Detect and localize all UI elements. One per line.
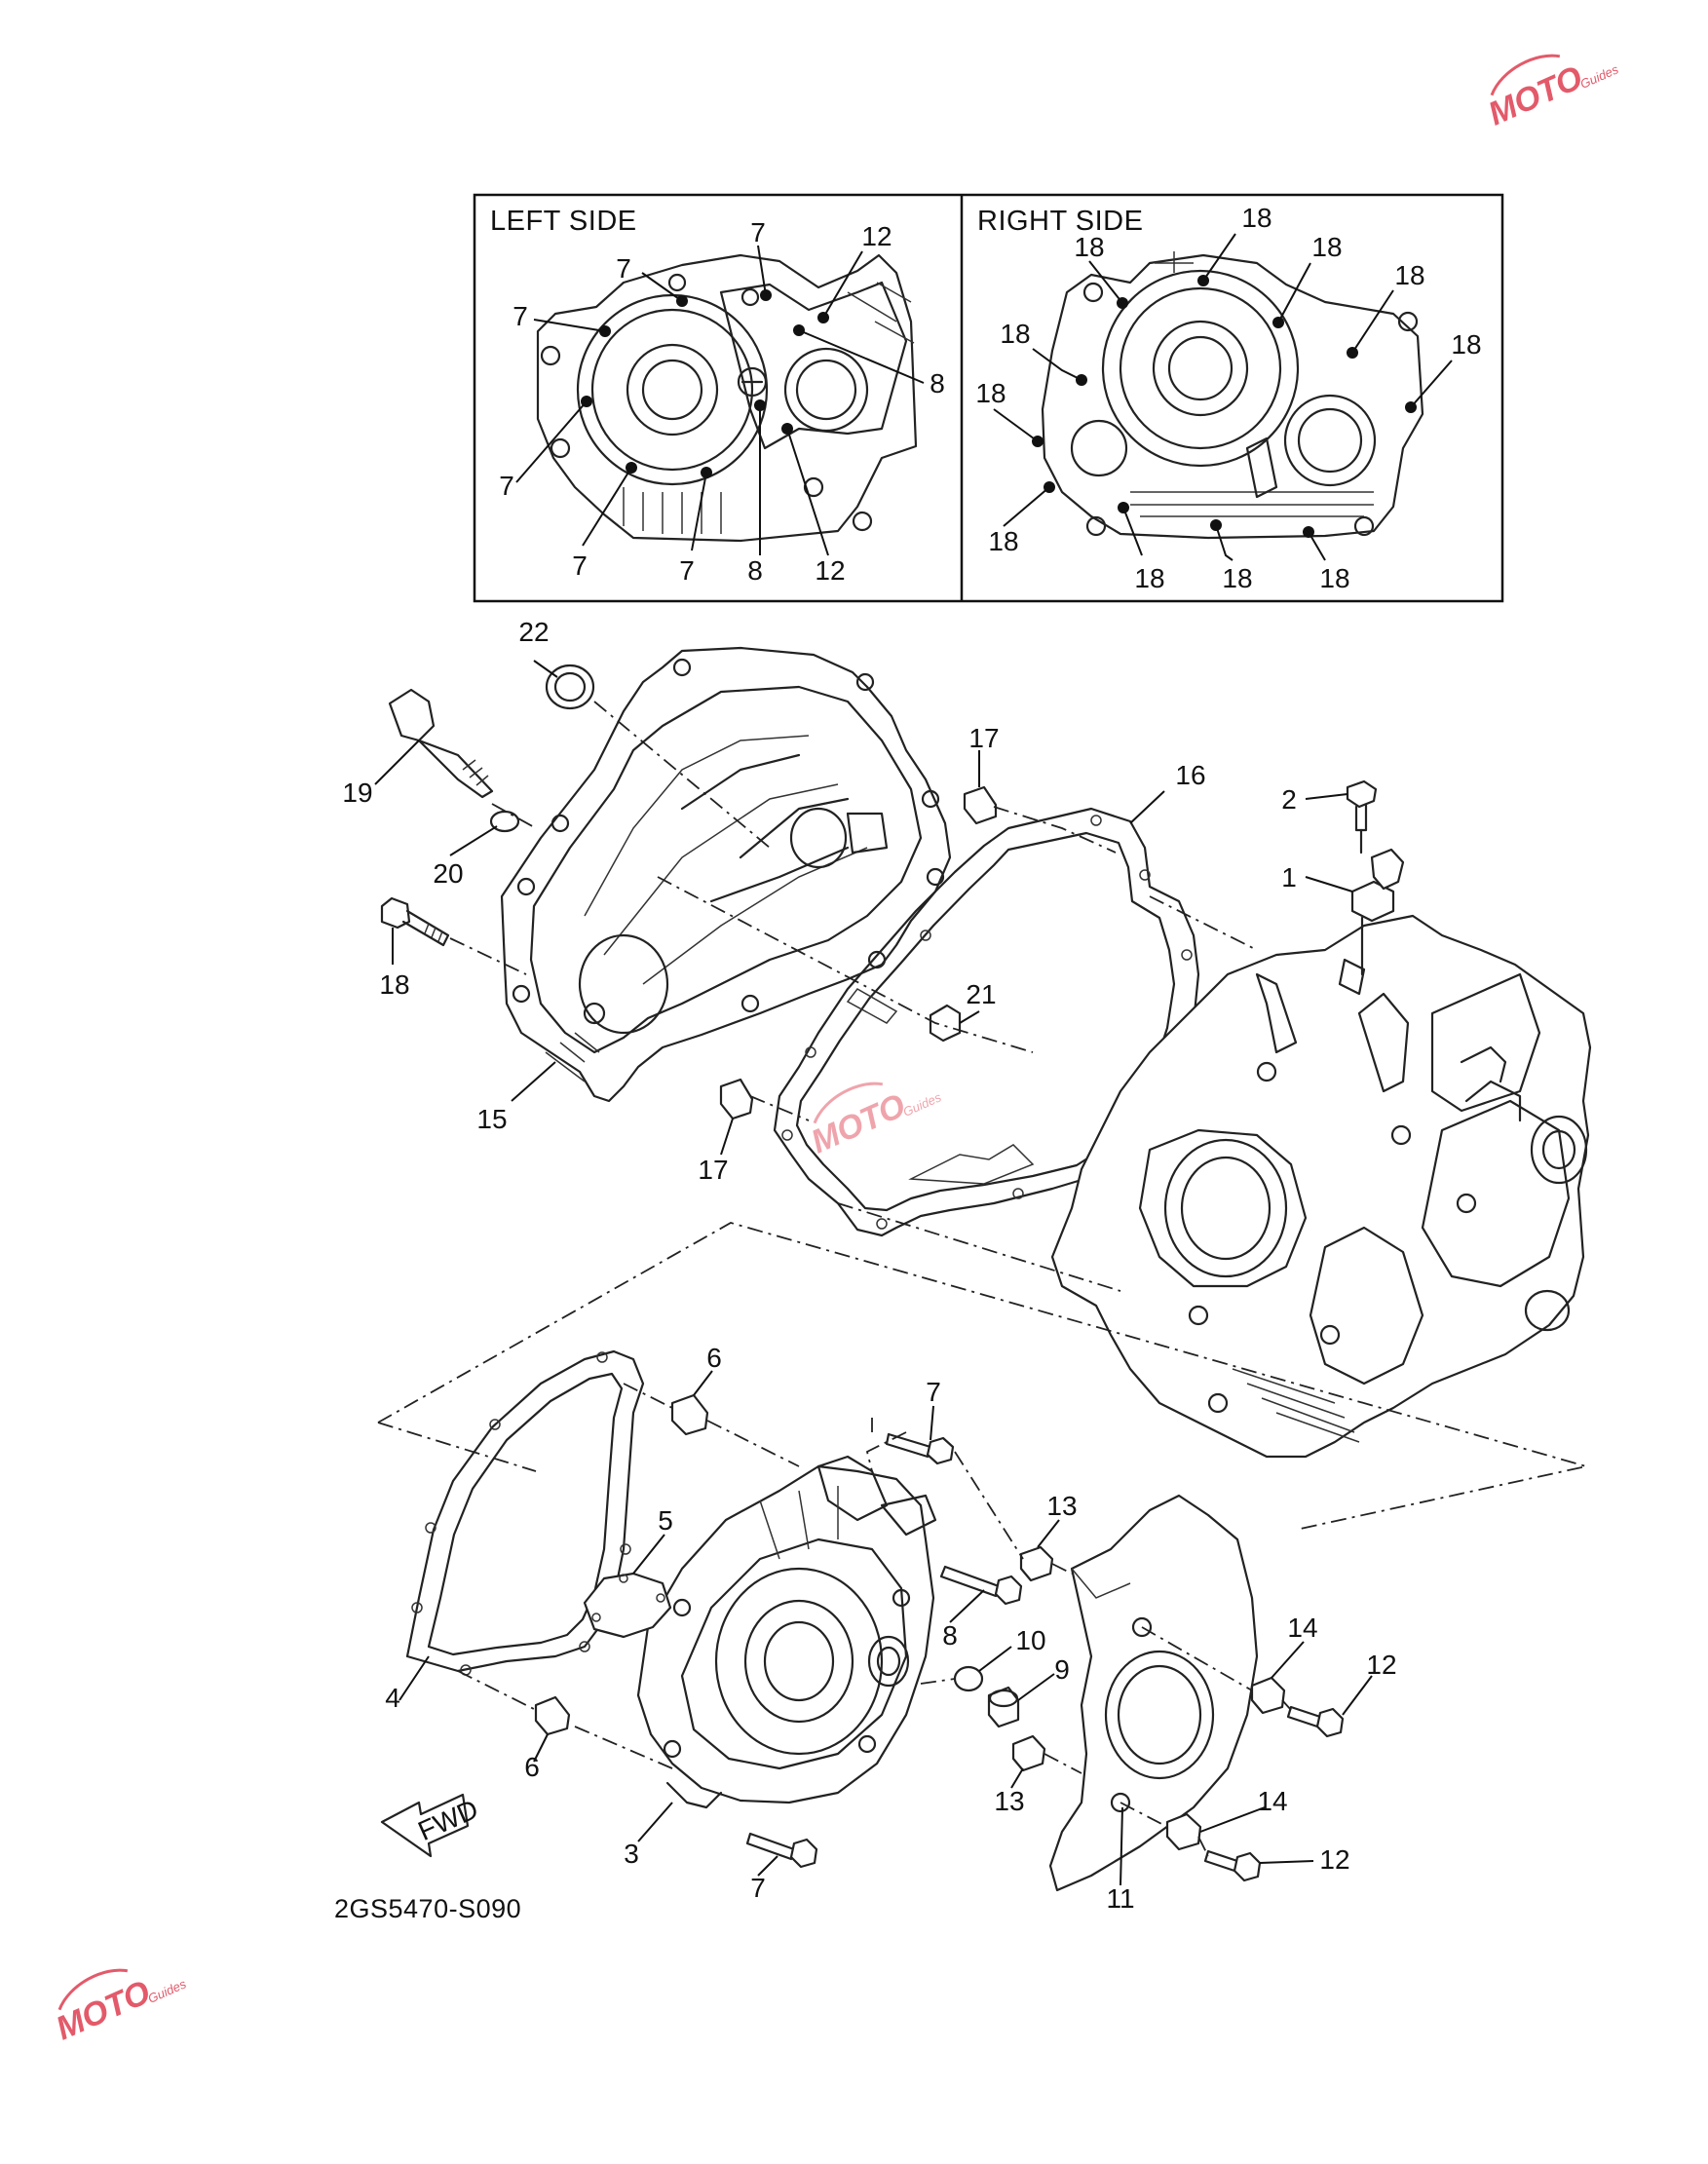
bolt-2 (1346, 779, 1378, 854)
callout-5: 5 (658, 1505, 673, 1536)
oil-filler-plug-19 (388, 688, 494, 799)
callout-8-main: 8 (942, 1620, 958, 1651)
o-ring-10 (953, 1665, 984, 1692)
diagram-code: 2GS5470-S090 (334, 1894, 521, 1923)
grommet-14-upper (1250, 1676, 1286, 1715)
collar-13-lower (1011, 1734, 1046, 1772)
callout-11: 11 (1106, 1883, 1134, 1914)
callout-13-lower: 13 (994, 1786, 1024, 1816)
watermark-logo-top: MOTO Guides (1483, 54, 1621, 133)
callout-right-18i: 18 (1134, 563, 1164, 593)
plug-9 (987, 1686, 1020, 1728)
callout-1: 1 (1281, 862, 1297, 892)
left-crankcase-cover (636, 1455, 937, 1809)
callout-4: 4 (385, 1683, 400, 1713)
callout-19: 19 (342, 778, 372, 808)
callout-right-18k: 18 (1319, 563, 1349, 593)
inset-left-title: LEFT SIDE (490, 206, 637, 237)
callout-6-lower: 6 (524, 1752, 540, 1782)
callout-left-7e: 7 (572, 550, 588, 581)
callout-right-18c: 18 (1311, 232, 1342, 262)
inset-right-title: RIGHT SIDE (977, 206, 1143, 237)
grommet-14-lower (1165, 1812, 1202, 1851)
bolt-18 (380, 896, 450, 947)
callout-18-main: 18 (379, 969, 409, 1000)
callout-9: 9 (1054, 1654, 1070, 1685)
bolt-7-lower (745, 1832, 818, 1869)
callout-2: 2 (1281, 784, 1297, 815)
callout-left-12b: 12 (815, 555, 845, 586)
callout-left-7d: 7 (499, 471, 514, 501)
callout-right-18g: 18 (975, 378, 1006, 408)
callout-21: 21 (966, 979, 996, 1009)
callout-12-lower: 12 (1319, 1844, 1349, 1875)
callout-14-upper: 14 (1287, 1613, 1317, 1643)
callout-22: 22 (518, 617, 549, 647)
callout-7-upper: 7 (926, 1377, 941, 1407)
callout-left-7b: 7 (616, 253, 631, 284)
watermark-bottom-sub: Guides (146, 1976, 189, 2006)
watermark-top-sub: Guides (1578, 61, 1621, 92)
sprocket-cover-11 (1048, 1494, 1259, 1892)
inset-frame (473, 193, 1504, 603)
callout-7-lower: 7 (750, 1873, 766, 1903)
callout-right-18f: 18 (1451, 329, 1481, 360)
callout-left-7c: 7 (512, 301, 528, 331)
watermark-middle-sub: Guides (901, 1089, 944, 1120)
bolt-12-lower (1203, 1849, 1262, 1882)
callout-17-upper: 17 (968, 723, 999, 753)
callout-right-18b: 18 (1074, 232, 1104, 262)
dowel-pin-17-lower (719, 1078, 754, 1120)
callout-3: 3 (624, 1839, 639, 1869)
watermark-logo-bottom: MOTO Guides (51, 1968, 189, 2047)
sensor-1 (1350, 848, 1405, 976)
callout-left-7a: 7 (750, 217, 766, 247)
callout-left-7f: 7 (679, 555, 695, 586)
callout-right-18j: 18 (1222, 563, 1252, 593)
collar-13-upper (1019, 1545, 1054, 1582)
dowel-pin-6-lower (534, 1695, 571, 1736)
watermark-top-text: MOTO (1483, 58, 1588, 133)
right-side-engine-drawing (1041, 251, 1424, 540)
dowel-pin-17-upper (963, 785, 998, 825)
callout-right-18d: 18 (1394, 260, 1424, 290)
collar-21 (929, 1004, 962, 1043)
callout-13-upper: 13 (1046, 1491, 1077, 1521)
right-crankcase-cover (500, 646, 952, 1103)
callout-left-12a: 12 (861, 221, 892, 251)
crankcase (1050, 914, 1592, 1459)
inset-panel: LEFT SIDE RIGHT SIDE (473, 193, 1504, 603)
forward-arrow-icon: FWD (380, 1794, 482, 1858)
bolt-8 (939, 1565, 1023, 1606)
callout-left-8b: 8 (747, 555, 763, 586)
dowel-pin-6-upper (670, 1393, 709, 1436)
bolt-7-upper (885, 1432, 955, 1465)
cover-5 (583, 1572, 672, 1639)
callout-6-upper: 6 (706, 1343, 722, 1373)
callout-10: 10 (1015, 1625, 1045, 1655)
callout-right-18h: 18 (988, 526, 1018, 556)
watermark-middle-text: MOTO (806, 1086, 911, 1160)
callout-20: 20 (433, 858, 463, 889)
oil-seal-22 (545, 664, 595, 710)
left-side-engine-drawing (536, 253, 918, 543)
bolt-12-upper (1286, 1705, 1345, 1738)
callout-14-lower: 14 (1257, 1786, 1287, 1816)
callout-15: 15 (476, 1104, 507, 1134)
callout-16: 16 (1175, 760, 1205, 790)
callout-right-18a: 18 (1241, 203, 1272, 233)
callout-right-18e: 18 (1000, 319, 1030, 349)
callout-12-upper: 12 (1366, 1650, 1396, 1680)
callout-left-8a: 8 (930, 368, 945, 399)
watermark-bottom-text: MOTO (51, 1973, 156, 2047)
callout-17-lower: 17 (698, 1155, 728, 1185)
